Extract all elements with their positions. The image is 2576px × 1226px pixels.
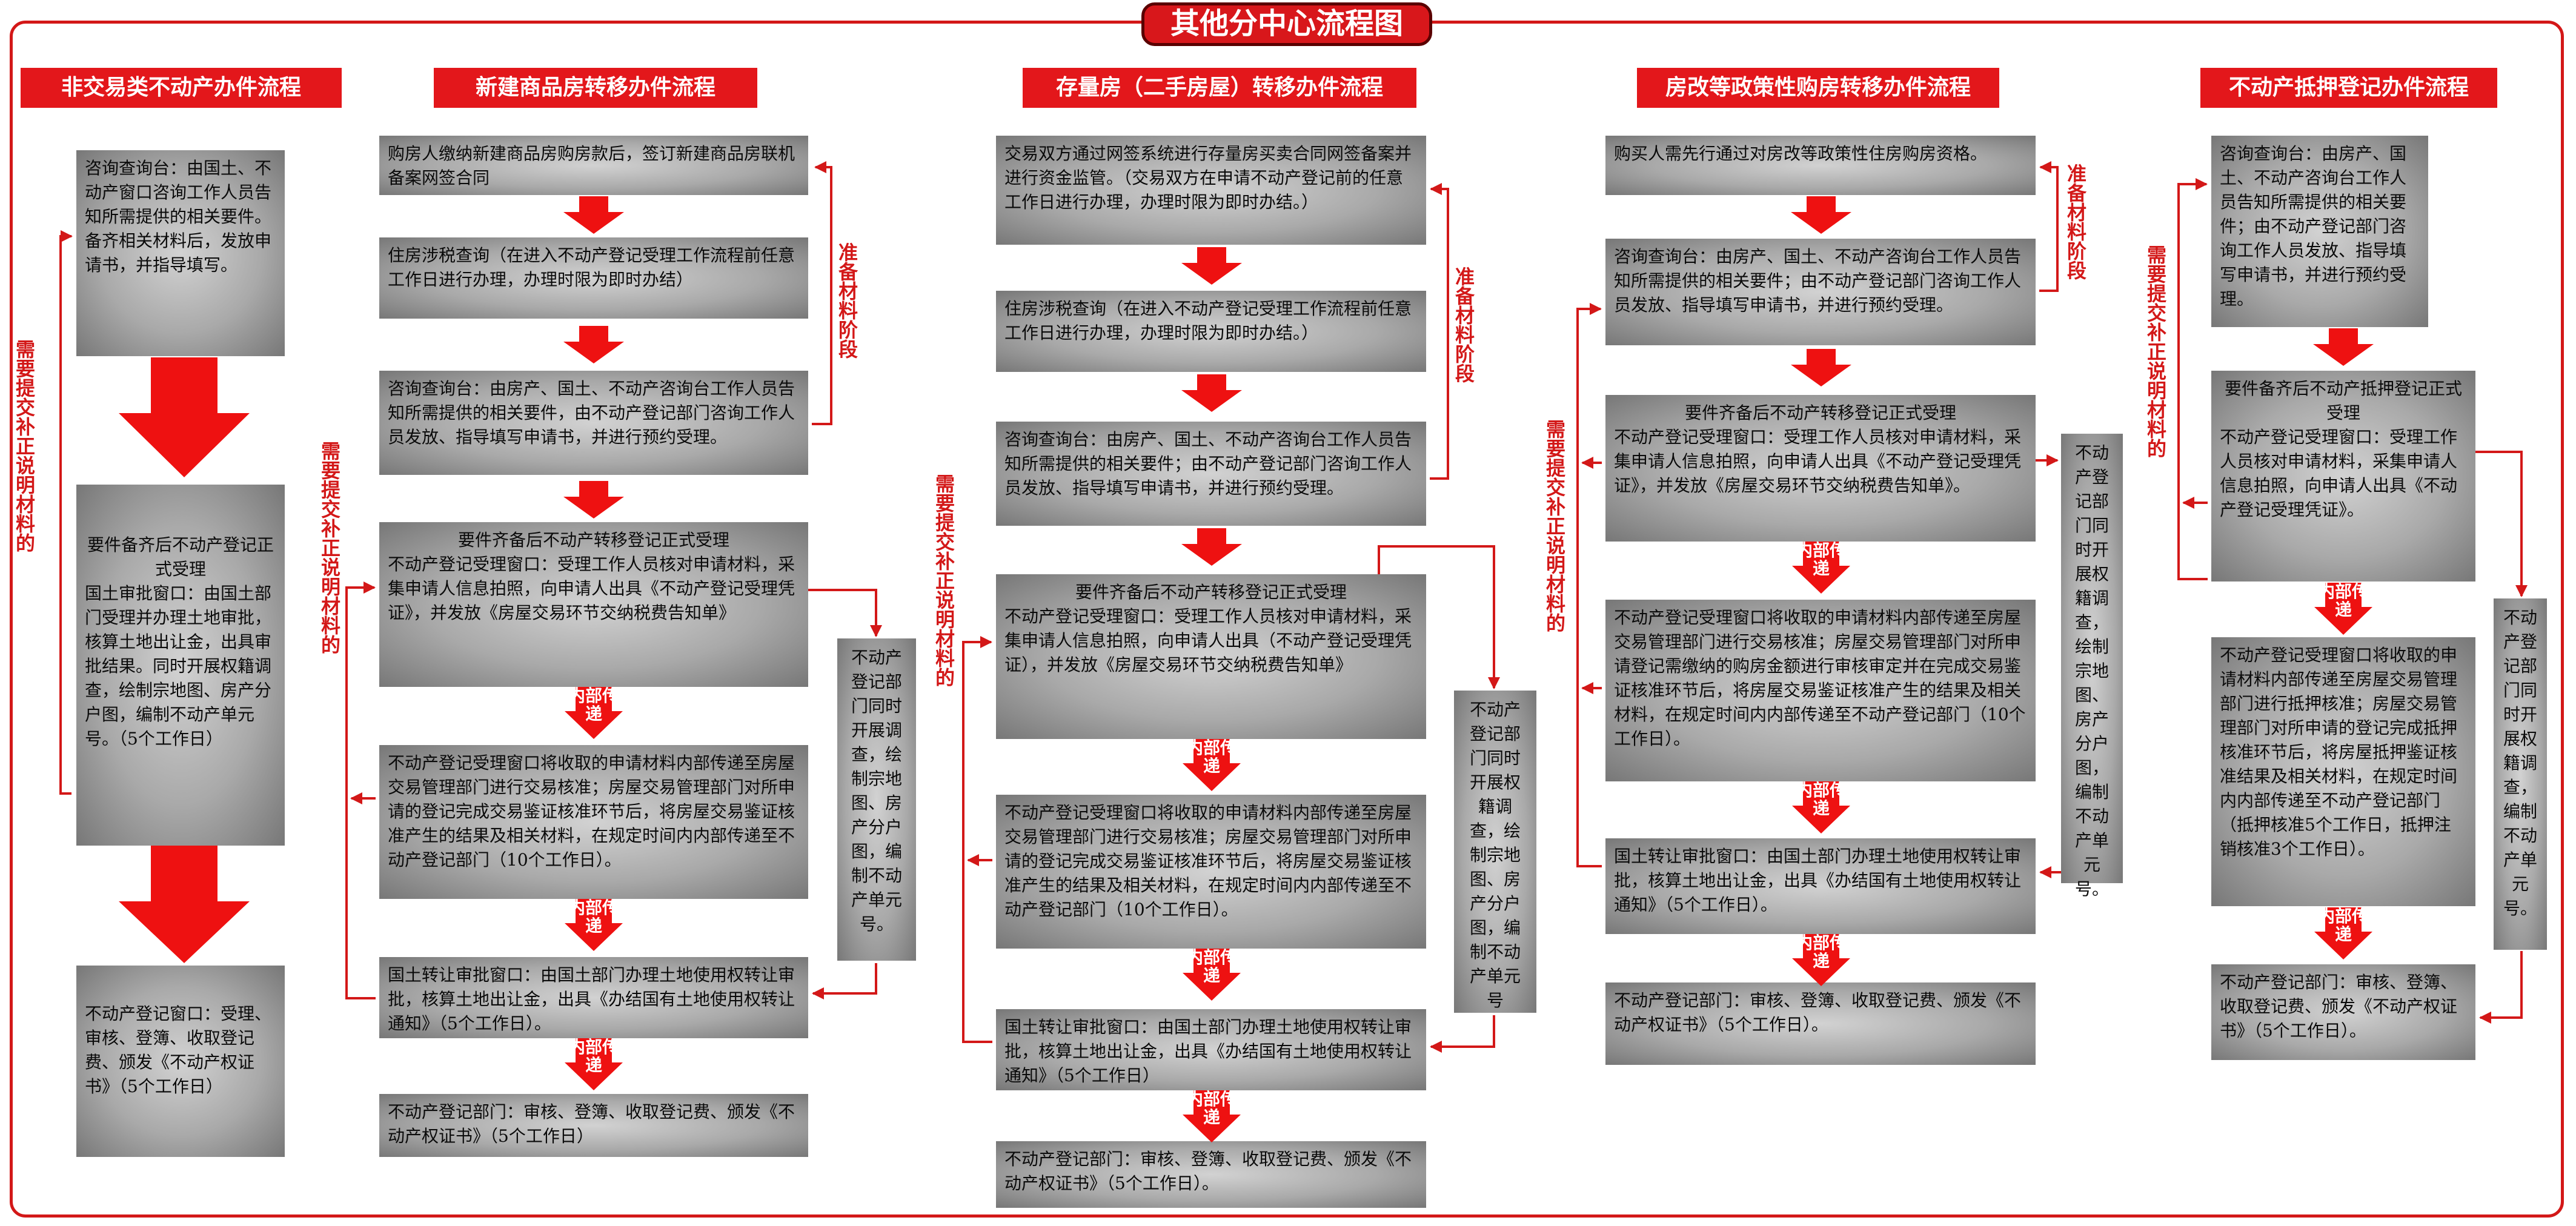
col2-register-box: 不动产登记部门：审核、登簿、收取登记费、颁发《不动产权证书》（5个工作日）	[379, 1094, 808, 1157]
col2-internal-label-3: 内部传递	[568, 1037, 619, 1075]
col3-supplement-label: 需要提交补正说明材料的	[932, 474, 955, 687]
col2-title: 新建商品房转移办件流程	[434, 68, 757, 108]
col2-tax-box: 住房涉税查询（在进入不动产登记受理工作流程前任意工作日进行办理，办理时限为即时办…	[379, 237, 808, 319]
col3-accept-box: 要件齐备后不动产转移登记正式受理 不动产登记受理窗口：受理工作人员核对申请材料，…	[996, 574, 1426, 739]
col5-internal-label-2: 内部传递	[2317, 906, 2369, 944]
col4-internal-label-1: 内部传递	[1795, 540, 1847, 578]
col2-side-box: 不动产登记部门同时开展调查，绘制宗地图、房产分户图，编制不动产单元号。	[837, 638, 916, 961]
col1-register-box: 不动产登记窗口：受理、审核、登簿、收取登记费、颁发《不动产权证书》（5个工作日）	[76, 966, 285, 1157]
col5-accept-body: 不动产登记受理窗口：受理工作人员核对申请材料，采集申请人信息拍照，向申请人出具《…	[2220, 427, 2458, 520]
col2-internal-label-1: 内部传递	[568, 686, 619, 724]
col3-land-box: 国土转让审批窗口：由国土部门办理土地使用权转让审批，核算土地出让金，出具《办结国…	[996, 1009, 1426, 1090]
col3-side-box: 不动产登记部门同时开展权籍调查，绘制宗地图、房产分户图，编制不动产单元号	[1454, 691, 1536, 1013]
col5-title: 不动产抵押登记办件流程	[2200, 68, 2497, 108]
col2-land-box: 国土转让审批窗口：由国土部门办理土地使用权转让审批，核算土地出让金，出具《办结国…	[379, 957, 808, 1038]
col4-accept-body: 不动产登记受理窗口：受理工作人员核对申请材料，采集申请人信息拍照，向申请人出具《…	[1614, 427, 2022, 495]
col2-accept-box: 要件齐备后不动产转移登记正式受理 不动产登记受理窗口：受理工作人员核对申请材料，…	[379, 522, 808, 687]
col2-accept-body: 不动产登记受理窗口：受理工作人员核对申请材料，采集申请人信息拍照，向申请人出具《…	[388, 554, 795, 623]
col3-contract-box: 交易双方通过网签系统进行存量房买卖合同网签备案并进行资金监管。（交易双方在申请不…	[996, 136, 1426, 245]
page-title: 其他分中心流程图	[1141, 2, 1432, 46]
col4-register-box: 不动产登记部门：审核、登簿、收取登记费、颁发《不动产权证书》（5个工作日）。	[1605, 982, 2036, 1065]
col2-transfer-box: 不动产登记受理窗口将收取的申请材料内部传递至房屋交易管理部门进行交易核准；房屋交…	[379, 745, 808, 899]
col2-supplement-label: 需要提交补正说明材料的	[318, 441, 341, 654]
col1-big-arrow-2	[119, 846, 250, 963]
col2-prepare-label: 准备材料阶段	[835, 242, 858, 359]
col1-accept-title: 要件备齐后不动产登记正式受理	[87, 535, 274, 579]
col4-prepare-label: 准备材料阶段	[2064, 164, 2087, 280]
col2-accept-title: 要件齐备后不动产转移登记正式受理	[457, 530, 729, 550]
col4-transfer-box: 不动产登记受理窗口将收取的申请材料内部传递至房屋交易管理部门进行交易核准；房屋交…	[1605, 600, 2036, 781]
col5-transfer-box: 不动产登记受理窗口将收取的申请材料内部传递至房屋交易管理部门进行抵押核准；房屋交…	[2211, 637, 2475, 906]
col1-consult-box: 咨询查询台：由国土、不动产窗口咨询工作人员告知所需提供的相关要件。备齐相关材料后…	[76, 150, 285, 356]
col3-internal-label-1: 内部传递	[1186, 738, 1237, 776]
col3-accept-body: 不动产登记受理窗口：受理工作人员核对申请材料，采集申请人信息拍照，向申请人出具（…	[1004, 606, 1412, 675]
col5-register-box: 不动产登记部门：审核、登簿、收取登记费、颁发《不动产权证书》（5个工作日）。	[2211, 964, 2475, 1060]
col1-title: 非交易类不动产办件流程	[21, 68, 342, 108]
col5-accept-box: 要件备齐后不动产抵押登记正式受理 不动产登记受理窗口：受理工作人员核对申请材料，…	[2211, 371, 2475, 582]
col3-accept-title: 要件齐备后不动产转移登记正式受理	[1075, 582, 1347, 602]
col4-supplement-label: 需要提交补正说明材料的	[1543, 419, 1566, 632]
col4-eligibility-box: 购买人需先行通过对房改等政策性住房购房资格。	[1605, 136, 2036, 195]
col1-accept-box: 要件备齐后不动产登记正式受理 国土审批窗口：由国土部门受理并办理土地审批，核算土…	[76, 485, 285, 846]
col4-internal-label-2: 内部传递	[1795, 780, 1847, 818]
col1-supplement-label: 需要提交补正说明材料的	[13, 339, 36, 552]
col3-register-box: 不动产登记部门：审核、登簿、收取登记费、颁发《不动产权证书》（5个工作日）。	[996, 1141, 1426, 1208]
col2-contract-box: 购房人缴纳新建商品房购房款后，签订新建商品房联机备案网签合同	[379, 136, 808, 195]
col4-land-box: 国土转让审批窗口：由国土部门办理土地使用权转让审批，核算土地出让金，出具《办结国…	[1605, 838, 2036, 934]
col3-tax-box: 住房涉税查询（在进入不动产登记受理工作流程前任意工作日进行办理，办理时限为即时办…	[996, 291, 1426, 372]
col4-internal-label-3: 内部传递	[1795, 933, 1847, 971]
col3-internal-label-2: 内部传递	[1186, 947, 1237, 986]
col4-side-box: 不动产登记部门同时开展权籍调查，绘制宗地图、房产分户图，编制不动产单元号。	[2061, 434, 2123, 899]
col4-title: 房改等政策性购房转移办件流程	[1637, 68, 1999, 108]
col5-side-box: 不动产登记部门同时开展权籍调查，编制不动产单元号。	[2494, 598, 2547, 950]
col3-consult-box: 咨询查询台：由房产、国土、不动产咨询台工作人员告知所需提供的相关要件；由不动产登…	[996, 422, 1426, 526]
col2-consult-box: 咨询查询台：由房产、国土、不动产咨询台工作人员告知所需提供的相关要件，由不动产登…	[379, 371, 808, 475]
col3-transfer-box: 不动产登记受理窗口将收取的申请材料内部传递至房屋交易管理部门进行交易核准；房屋交…	[996, 795, 1426, 949]
col5-supplement-label: 需要提交补正说明材料的	[2144, 245, 2167, 458]
col4-accept-title: 要件齐备后不动产转移登记正式受理	[1684, 403, 1956, 423]
col5-consult-box: 咨询查询台：由房产、国土、不动产咨询台工作人员告知所需提供的相关要件；由不动产登…	[2211, 136, 2428, 327]
col1-accept-body: 国土审批窗口：由国土部门受理并办理土地审批，核算土地出让金，出具审批结果。同时开…	[85, 583, 272, 749]
col1-big-arrow-1	[119, 357, 250, 477]
col3-title: 存量房（二手房屋）转移办件流程	[1023, 68, 1416, 108]
col5-internal-label-1: 内部传递	[2317, 582, 2369, 620]
col4-accept-box: 要件齐备后不动产转移登记正式受理 不动产登记受理窗口：受理工作人员核对申请材料，…	[1605, 395, 2036, 542]
col3-prepare-label: 准备材料阶段	[1452, 267, 1475, 383]
col3-internal-label-3: 内部传递	[1186, 1089, 1237, 1127]
col5-accept-title: 要件备齐后不动产抵押登记正式受理	[2224, 379, 2462, 423]
col4-consult-box: 咨询查询台：由房产、国土、不动产咨询台工作人员告知所需提供的相关要件；由不动产登…	[1605, 239, 2036, 345]
col2-internal-label-2: 内部传递	[568, 898, 619, 936]
